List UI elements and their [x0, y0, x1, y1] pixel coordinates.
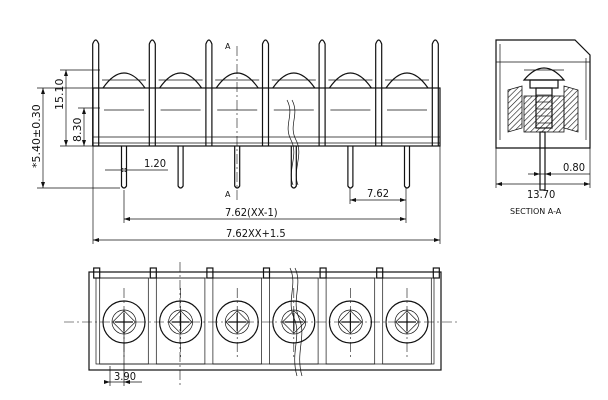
front-barrier	[92, 39, 100, 146]
front-barriers	[92, 39, 439, 146]
top-terminal-cell	[319, 267, 376, 365]
dim-depth: 13.70	[527, 188, 555, 201]
top-terminal-cell	[93, 267, 149, 365]
side-body-outline	[495, 39, 591, 149]
front-pin	[290, 146, 297, 189]
top-end-barrier	[432, 267, 440, 279]
top-terminal-cell	[262, 267, 319, 365]
dim-height-body: 15.10	[53, 79, 66, 111]
top-terminal-cell	[376, 267, 432, 365]
section-mark-bottom: A	[225, 190, 231, 199]
front-barrier	[261, 39, 270, 146]
dim-pin-width: 1.20	[144, 157, 166, 170]
front-vertical-dimensions: *5.40±0.30 15.10 8.30	[30, 69, 120, 189]
front-pin	[120, 146, 128, 189]
front-pins	[120, 146, 411, 189]
front-view: A A *5.40±0.30 15.10 8.30 1.20	[30, 39, 441, 244]
side-screw-head	[522, 67, 566, 81]
top-body-outline	[88, 271, 442, 371]
top-terminal-cells	[93, 267, 440, 365]
section-mark-top: A	[225, 42, 231, 51]
side-pin	[539, 131, 546, 191]
section-caption: SECTION A-A	[510, 207, 562, 216]
front-screw-head	[102, 72, 146, 111]
front-barrier	[318, 39, 326, 146]
side-section-view: 0.80 13.70 SECTION A-A	[495, 39, 591, 216]
dim-height-lower: 8.30	[71, 118, 84, 143]
front-pin	[403, 146, 411, 189]
dim-pitch: 7.62	[367, 187, 389, 200]
dim-overall-group: 7.62XX+1.5	[92, 146, 441, 244]
top-break-line	[289, 267, 298, 377]
front-pin	[177, 146, 184, 189]
front-screw-head	[271, 72, 316, 111]
dim-pitch-total: 7.62(XX-1)	[225, 206, 278, 219]
front-screw-heads	[102, 72, 429, 111]
dim-pin-width-group: 1.20	[105, 157, 168, 172]
dim-pin-thickness: 0.80	[563, 161, 585, 174]
front-pin	[234, 146, 241, 189]
top-view: 3.90	[64, 262, 460, 386]
top-terminal-cell	[206, 267, 262, 365]
front-screw-head	[385, 72, 429, 111]
front-barrier	[431, 39, 439, 146]
front-break-line	[286, 99, 295, 186]
front-screw-head	[158, 72, 203, 111]
front-barrier	[205, 39, 213, 146]
dim-offset: 3.90	[114, 370, 136, 383]
front-barrier	[148, 39, 156, 146]
front-pin	[347, 146, 354, 189]
dim-height-total: *5.40±0.30	[30, 104, 43, 168]
side-hatched-clamp	[523, 95, 565, 133]
dim-overall: 7.62XX+1.5	[226, 227, 286, 240]
dim-pitch-group: 7.62	[349, 187, 407, 204]
top-terminal-cell	[149, 267, 206, 365]
front-barrier	[375, 39, 383, 146]
dim-pitch-total-group: 7.62(XX-1)	[123, 190, 407, 223]
front-screw-head	[328, 72, 373, 111]
